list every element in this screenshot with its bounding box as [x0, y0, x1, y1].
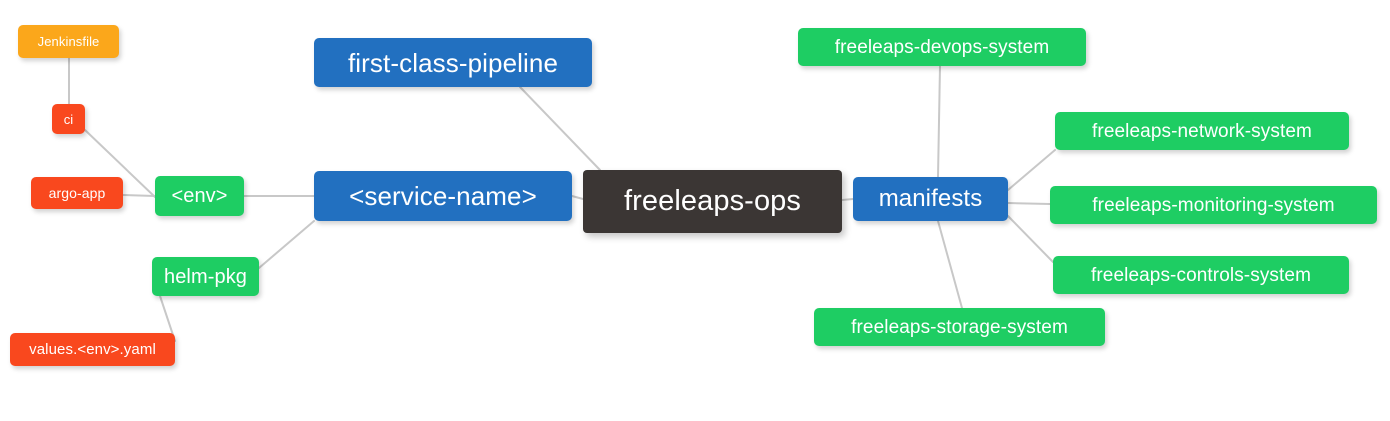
edge-manifests-to-freeleaps-devops-system [937, 65, 941, 178]
edge-argo-app-to-env [122, 194, 156, 197]
node-label-first-class-pipeline: first-class-pipeline [347, 47, 559, 78]
node-label-values-env-yaml: values.<env>.yaml [29, 341, 156, 358]
edge-freeleaps-ops-to-manifests [841, 198, 854, 201]
node-label-freeleaps-ops: freeleaps-ops [623, 185, 801, 217]
edge-helm-pkg-to-service-name [258, 220, 315, 269]
node-label-env: <env> [171, 185, 228, 207]
edge-manifests-to-freeleaps-network-system [1007, 149, 1056, 191]
node-label-helm-pkg: helm-pkg [163, 265, 248, 288]
node-label-freeleaps-controls-system: freeleaps-controls-system [1090, 264, 1312, 286]
node-label-service-name: <service-name> [349, 181, 537, 211]
node-ci[interactable]: ci [52, 104, 85, 134]
edge-service-name-to-freeleaps-ops [571, 195, 584, 200]
edge-first-class-pipeline-to-freeleaps-ops [519, 86, 601, 171]
node-freeleaps-storage-system[interactable]: freeleaps-storage-system [814, 308, 1105, 346]
node-label-manifests: manifests [878, 185, 983, 212]
edge-manifests-to-freeleaps-storage-system [937, 220, 963, 309]
node-manifests[interactable]: manifests [853, 177, 1008, 221]
edge-manifests-to-freeleaps-monitoring-system [1007, 202, 1051, 205]
node-label-freeleaps-devops-system: freeleaps-devops-system [834, 36, 1050, 58]
node-freeleaps-monitoring-system[interactable]: freeleaps-monitoring-system [1050, 186, 1377, 224]
edge-manifests-to-freeleaps-controls-system [1007, 215, 1054, 263]
node-values-env-yaml[interactable]: values.<env>.yaml [10, 333, 175, 366]
node-helm-pkg[interactable]: helm-pkg [152, 257, 259, 296]
node-label-freeleaps-network-system: freeleaps-network-system [1092, 120, 1312, 142]
node-freeleaps-devops-system[interactable]: freeleaps-devops-system [798, 28, 1086, 66]
node-argo-app[interactable]: argo-app [31, 177, 123, 209]
node-label-freeleaps-storage-system: freeleaps-storage-system [851, 316, 1068, 338]
node-label-ci: ci [63, 111, 74, 127]
node-label-argo-app: argo-app [48, 185, 106, 201]
node-jenkinsfile[interactable]: Jenkinsfile [18, 25, 119, 58]
node-freeleaps-controls-system[interactable]: freeleaps-controls-system [1053, 256, 1349, 294]
node-freeleaps-ops[interactable]: freeleaps-ops [583, 170, 842, 233]
node-label-freeleaps-monitoring-system: freeleaps-monitoring-system [1092, 194, 1335, 216]
node-first-class-pipeline[interactable]: first-class-pipeline [314, 38, 592, 87]
node-service-name[interactable]: <service-name> [314, 171, 572, 221]
node-label-jenkinsfile: Jenkinsfile [37, 34, 100, 49]
node-env[interactable]: <env> [155, 176, 244, 216]
node-freeleaps-network-system[interactable]: freeleaps-network-system [1055, 112, 1349, 150]
